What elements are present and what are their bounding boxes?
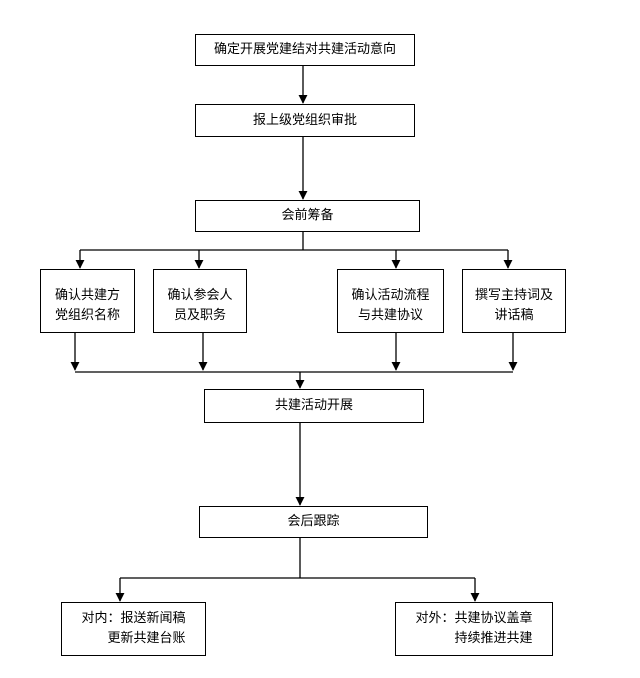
prep-task-4-line2: 讲话稿 bbox=[494, 308, 534, 323]
node-step1-label: 确定开展党建结对共建活动意向 bbox=[213, 42, 396, 57]
node-step5-followup: 会后跟踪 bbox=[199, 506, 428, 538]
node-prep-task-1: 确认共建方 党组织名称 bbox=[40, 269, 135, 333]
outcome-internal-line1: 对内：报送新闻稿 bbox=[81, 611, 186, 626]
node-step2-label: 报上级党组织审批 bbox=[252, 112, 357, 128]
node-step3-preparation: 会前筹备 bbox=[195, 200, 420, 232]
node-step4-label: 共建活动开展 bbox=[274, 398, 353, 413]
node-prep-task-4: 撰写主持词及 讲话稿 bbox=[462, 269, 566, 333]
prep-task-3-line2: 与共建协议 bbox=[357, 308, 423, 323]
outcome-internal-line2: 更新共建台账 bbox=[107, 631, 186, 646]
prep-task-2-line1: 确认参会人 bbox=[167, 288, 233, 303]
node-outcome-internal: 对内：报送新闻稿 更新共建台账 bbox=[61, 602, 206, 656]
node-step1-intent: 确定开展党建结对共建活动意向 bbox=[195, 34, 415, 66]
node-outcome-external: 对外：共建协议盖章 持续推进共建 bbox=[395, 602, 553, 656]
node-prep-task-3: 确认活动流程 与共建协议 bbox=[337, 269, 444, 333]
node-step5-label: 会后跟踪 bbox=[287, 514, 340, 529]
node-step3-label: 会前筹备 bbox=[281, 208, 334, 223]
prep-task-1-line2: 党组织名称 bbox=[54, 308, 120, 323]
outcome-external-line2: 持续推进共建 bbox=[454, 631, 533, 646]
node-step2-approval: 报上级党组织审批 bbox=[195, 104, 415, 137]
prep-task-3-line1: 确认活动流程 bbox=[351, 288, 430, 303]
prep-task-2-line2: 员及职务 bbox=[173, 308, 226, 323]
prep-task-4-line1: 撰写主持词及 bbox=[474, 288, 553, 303]
node-step4-activity: 共建活动开展 bbox=[204, 389, 424, 423]
prep-task-1-line1: 确认共建方 bbox=[54, 288, 120, 303]
outcome-external-line1: 对外：共建协议盖章 bbox=[415, 611, 533, 626]
node-prep-task-2: 确认参会人 员及职务 bbox=[153, 269, 247, 333]
